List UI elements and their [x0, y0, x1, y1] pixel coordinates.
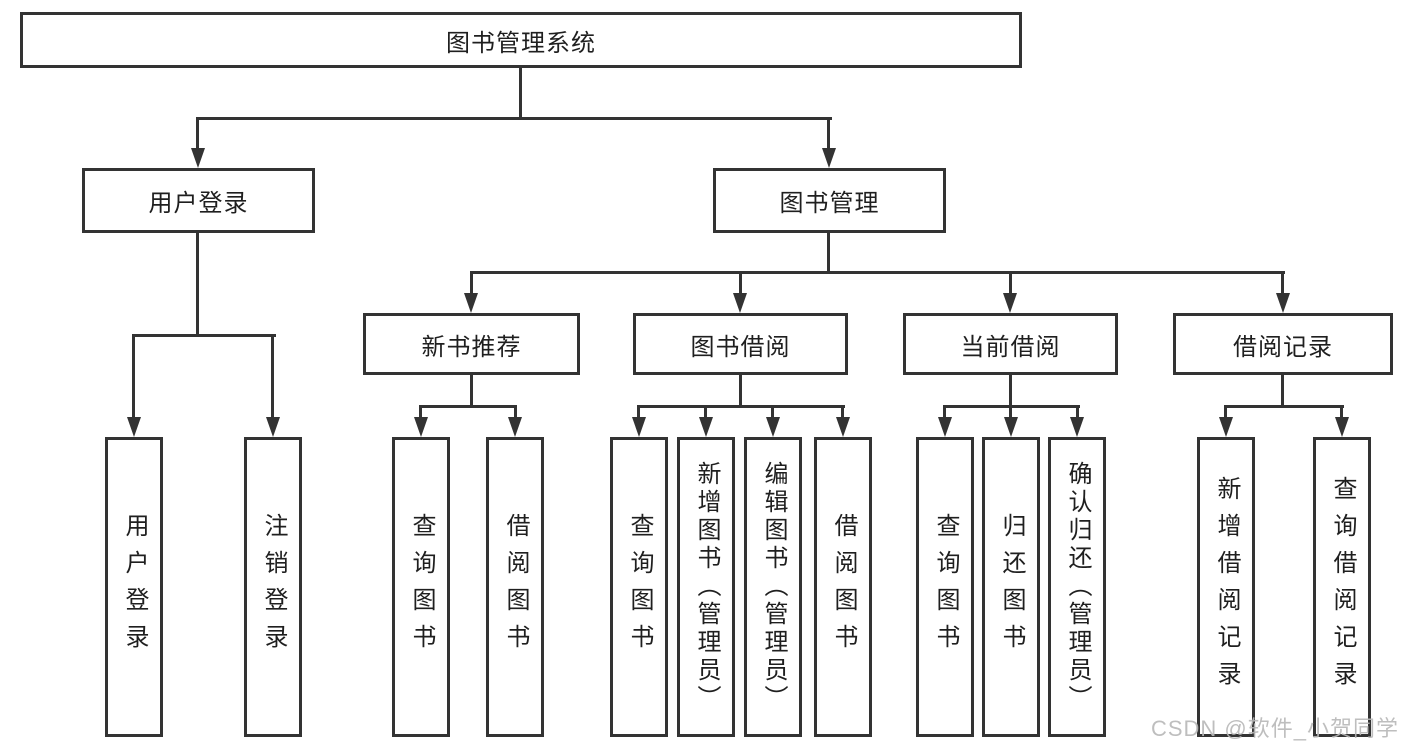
node-current-borrow: 当前借阅	[903, 313, 1118, 375]
connector-borrow-records-stem	[1281, 375, 1284, 408]
connector-borrow-records-branch	[1224, 405, 1344, 408]
connector-drop-leaf	[1340, 405, 1343, 419]
leaf-add-book-admin: 新增图书（管理员）	[677, 437, 735, 737]
connector-drop-leaf	[704, 405, 707, 419]
node-new-book-recommend-label: 新书推荐	[421, 333, 522, 361]
connector-drop-leaf	[271, 334, 274, 419]
leaf-user-login-label: 用户登录	[121, 513, 148, 661]
node-book-borrow: 图书借阅	[633, 313, 848, 375]
arrowhead-down-icon	[733, 293, 747, 313]
node-user-login: 用户登录	[82, 168, 315, 233]
connector-drop-leaf	[841, 405, 844, 419]
connector-drop-book-management	[827, 117, 830, 150]
arrowhead-down-icon	[464, 293, 478, 313]
node-new-book-recommend: 新书推荐	[363, 313, 580, 375]
leaf-user-login: 用户登录	[105, 437, 163, 737]
connector-drop-leaf	[943, 405, 946, 419]
leaf-borrow-books-recommend: 借阅图书	[486, 437, 544, 737]
node-current-borrow-label: 当前借阅	[960, 333, 1061, 361]
connector-drop-current-borrow	[1009, 271, 1012, 295]
arrowhead-down-icon	[699, 417, 713, 437]
node-borrow-records: 借阅记录	[1173, 313, 1393, 375]
connector-drop-user-login	[196, 117, 199, 150]
arrowhead-down-icon	[266, 417, 280, 437]
arrowhead-down-icon	[836, 417, 850, 437]
leaf-confirm-return-admin: 确认归还（管理员）	[1048, 437, 1106, 737]
connector-drop-borrow-records	[1281, 271, 1284, 295]
node-user-login-label: 用户登录	[148, 190, 249, 217]
connector-drop-leaf	[514, 405, 517, 419]
leaf-add-book-admin-label: 新增图书（管理员）	[693, 461, 720, 713]
leaf-add-borrow-record-label: 新增借阅记录	[1213, 476, 1240, 698]
node-book-borrow-label: 图书借阅	[690, 333, 791, 361]
connector-current-borrow-stem	[1009, 375, 1012, 408]
leaf-query-books-current-label: 查询图书	[932, 513, 959, 661]
connector-drop-leaf	[1076, 405, 1079, 419]
connector-root-branch	[196, 117, 832, 120]
arrowhead-down-icon	[191, 148, 205, 168]
arrowhead-down-icon	[766, 417, 780, 437]
leaf-borrow-books: 借阅图书	[814, 437, 872, 737]
leaf-logout: 注销登录	[244, 437, 302, 737]
connector-drop-leaf	[419, 405, 422, 419]
leaf-query-borrow-record-label: 查询借阅记录	[1329, 476, 1356, 698]
leaf-query-books-recommend-label: 查询图书	[408, 513, 435, 661]
leaf-query-books-recommend: 查询图书	[392, 437, 450, 737]
node-root-label: 图书管理系统	[446, 29, 596, 57]
arrowhead-down-icon	[414, 417, 428, 437]
connector-new-book-stem	[470, 375, 473, 408]
leaf-confirm-return-admin-label: 确认归还（管理员）	[1064, 461, 1091, 713]
connector-drop-leaf	[1224, 405, 1227, 419]
connector-drop-leaf	[132, 334, 135, 419]
arrowhead-down-icon	[1276, 293, 1290, 313]
node-root: 图书管理系统	[20, 12, 1022, 68]
leaf-query-books-borrow: 查询图书	[610, 437, 668, 737]
connector-drop-new-book	[470, 271, 473, 295]
leaf-logout-label: 注销登录	[260, 513, 287, 661]
leaf-edit-book-admin-label: 编辑图书（管理员）	[760, 461, 787, 713]
node-borrow-records-label: 借阅记录	[1233, 333, 1333, 361]
leaf-query-books-current: 查询图书	[916, 437, 974, 737]
connector-book-borrow-stem	[739, 375, 742, 408]
connector-book-management-branch	[470, 271, 1285, 274]
arrowhead-down-icon	[632, 417, 646, 437]
connector-book-management-stem	[827, 233, 830, 273]
leaf-borrow-books-label: 借阅图书	[830, 513, 857, 661]
arrowhead-down-icon	[127, 417, 141, 437]
connector-drop-book-borrow	[739, 271, 742, 295]
arrowhead-down-icon	[1335, 417, 1349, 437]
arrowhead-down-icon	[1219, 417, 1233, 437]
connector-drop-leaf	[771, 405, 774, 419]
leaf-add-borrow-record: 新增借阅记录	[1197, 437, 1255, 737]
arrowhead-down-icon	[1004, 417, 1018, 437]
connector-user-login-branch	[132, 334, 276, 337]
node-book-management: 图书管理	[713, 168, 946, 233]
arrowhead-down-icon	[822, 148, 836, 168]
connector-user-login-stem	[196, 233, 199, 336]
connector-book-borrow-branch	[637, 405, 845, 408]
node-book-management-label: 图书管理	[779, 190, 880, 217]
arrowhead-down-icon	[1070, 417, 1084, 437]
leaf-query-borrow-record: 查询借阅记录	[1313, 437, 1371, 737]
arrowhead-down-icon	[938, 417, 952, 437]
leaf-edit-book-admin: 编辑图书（管理员）	[744, 437, 802, 737]
connector-root-stem	[519, 68, 522, 120]
leaf-return-book-label: 归还图书	[998, 513, 1025, 661]
csdn-watermark: CSDN @软件_小贺同学	[1150, 716, 1399, 741]
leaf-query-books-borrow-label: 查询图书	[626, 513, 653, 661]
connector-new-book-branch	[419, 405, 517, 408]
connector-drop-leaf	[1009, 405, 1012, 419]
connector-drop-leaf	[637, 405, 640, 419]
leaf-borrow-books-recommend-label: 借阅图书	[502, 513, 529, 661]
leaf-return-book: 归还图书	[982, 437, 1040, 737]
arrowhead-down-icon	[508, 417, 522, 437]
arrowhead-down-icon	[1003, 293, 1017, 313]
